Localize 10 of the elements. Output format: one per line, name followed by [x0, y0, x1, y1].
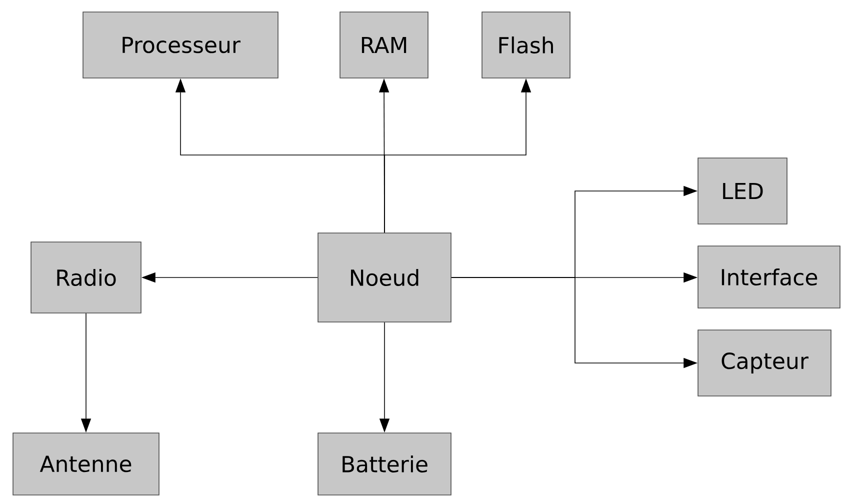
component-box: Antenne: [12, 432, 160, 496]
component-box: Processeur: [82, 12, 278, 78]
component-box: Batterie: [318, 432, 452, 496]
component-box: Flash: [482, 12, 570, 78]
component-box: Interface: [698, 246, 840, 308]
component-box: Capteur: [698, 330, 832, 396]
component-box: Noeud: [318, 232, 452, 322]
component-box: RAM: [340, 12, 428, 78]
component-box: Radio: [30, 242, 142, 314]
component-box: LED: [698, 158, 788, 224]
